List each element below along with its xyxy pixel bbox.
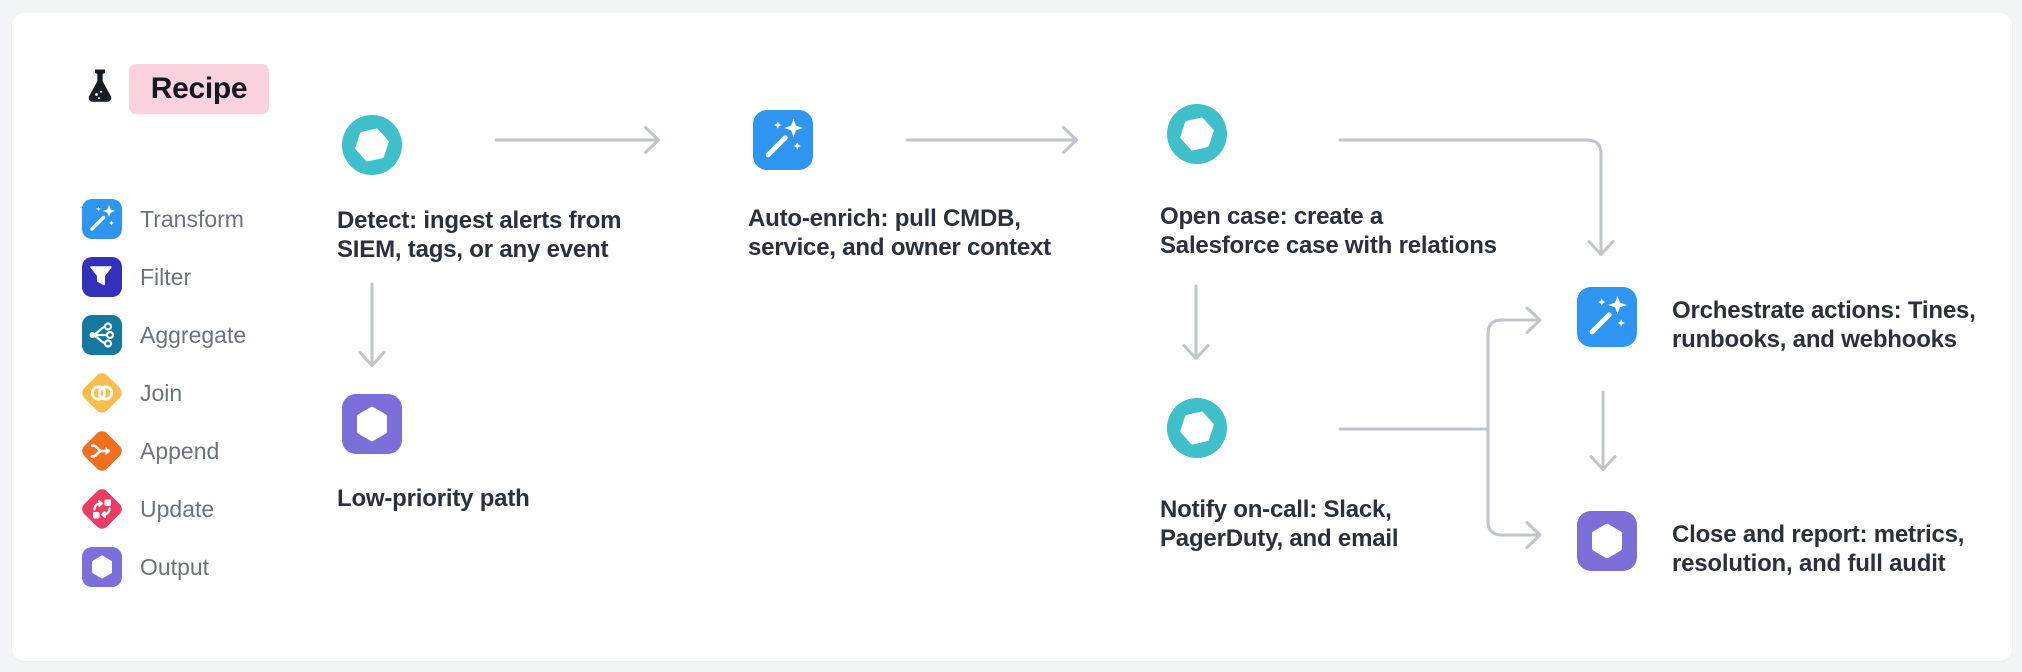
recipe-badge: Recipe (129, 64, 269, 114)
node-notify-icon[interactable] (1167, 398, 1227, 458)
legend-item-append[interactable]: Append (79, 428, 246, 474)
venn-icon (79, 370, 125, 416)
node-low-priority-icon[interactable] (342, 394, 402, 454)
node-auto-enrich-label: Auto-enrich: pull CMDB, service, and own… (748, 205, 1051, 261)
diagram-card: Recipe Transform (12, 13, 2012, 661)
node-low-priority-label: Low-priority path (337, 485, 530, 512)
branch-icon (82, 315, 122, 355)
node-orchestrate-icon[interactable] (1577, 287, 1637, 347)
legend-item-label: Update (140, 496, 215, 522)
node-detect-icon[interactable] (342, 115, 402, 175)
legend-item-join[interactable]: Join (79, 370, 246, 416)
node-notify-label: Notify on-call: Slack, PagerDuty, and em… (1160, 496, 1399, 552)
legend-item-update[interactable]: Update (79, 486, 246, 532)
node-auto-enrich-icon[interactable] (753, 110, 813, 170)
funnel-icon (82, 257, 122, 297)
legend-item-filter[interactable]: Filter (82, 257, 246, 297)
node-close-report-icon[interactable] (1577, 511, 1637, 571)
node-close-report-label: Close and report: metrics, resolution, a… (1672, 521, 1965, 577)
arrow-open-case-to-notify (1182, 284, 1210, 360)
legend-item-label: Transform (140, 206, 244, 232)
node-open-case-label: Open case: create a Salesforce case with… (1160, 203, 1497, 259)
magic-wand-icon (82, 199, 122, 239)
arrow-orchestrate-to-close (1589, 390, 1617, 471)
legend: Transform Filter (79, 199, 246, 587)
legend-item-output[interactable]: Output (82, 547, 246, 587)
legend-item-label: Join (140, 380, 183, 406)
legend-item-label: Aggregate (140, 322, 247, 348)
merge-icon (79, 428, 125, 474)
legend-item-aggregate[interactable]: Aggregate (82, 315, 246, 355)
sync-icon (79, 486, 125, 532)
legend-item-label: Append (140, 438, 220, 464)
legend-item-transform[interactable]: Transform (82, 199, 246, 239)
arrow-detect-to-auto-enrich (494, 126, 660, 154)
hexagon-icon (82, 547, 122, 587)
arrow-detect-to-low-priority (358, 282, 386, 367)
legend-item-label: Output (140, 554, 210, 580)
flask-icon (88, 69, 112, 102)
arrow-auto-enrich-to-open-case (905, 126, 1078, 154)
node-open-case-icon[interactable] (1167, 104, 1227, 164)
legend-item-label: Filter (140, 264, 192, 290)
recipe-badge-label: Recipe (150, 72, 248, 105)
node-detect-label: Detect: ingest alerts from SIEM, tags, o… (337, 207, 622, 263)
node-orchestrate-label: Orchestrate actions: Tines, runbooks, an… (1672, 297, 1976, 353)
